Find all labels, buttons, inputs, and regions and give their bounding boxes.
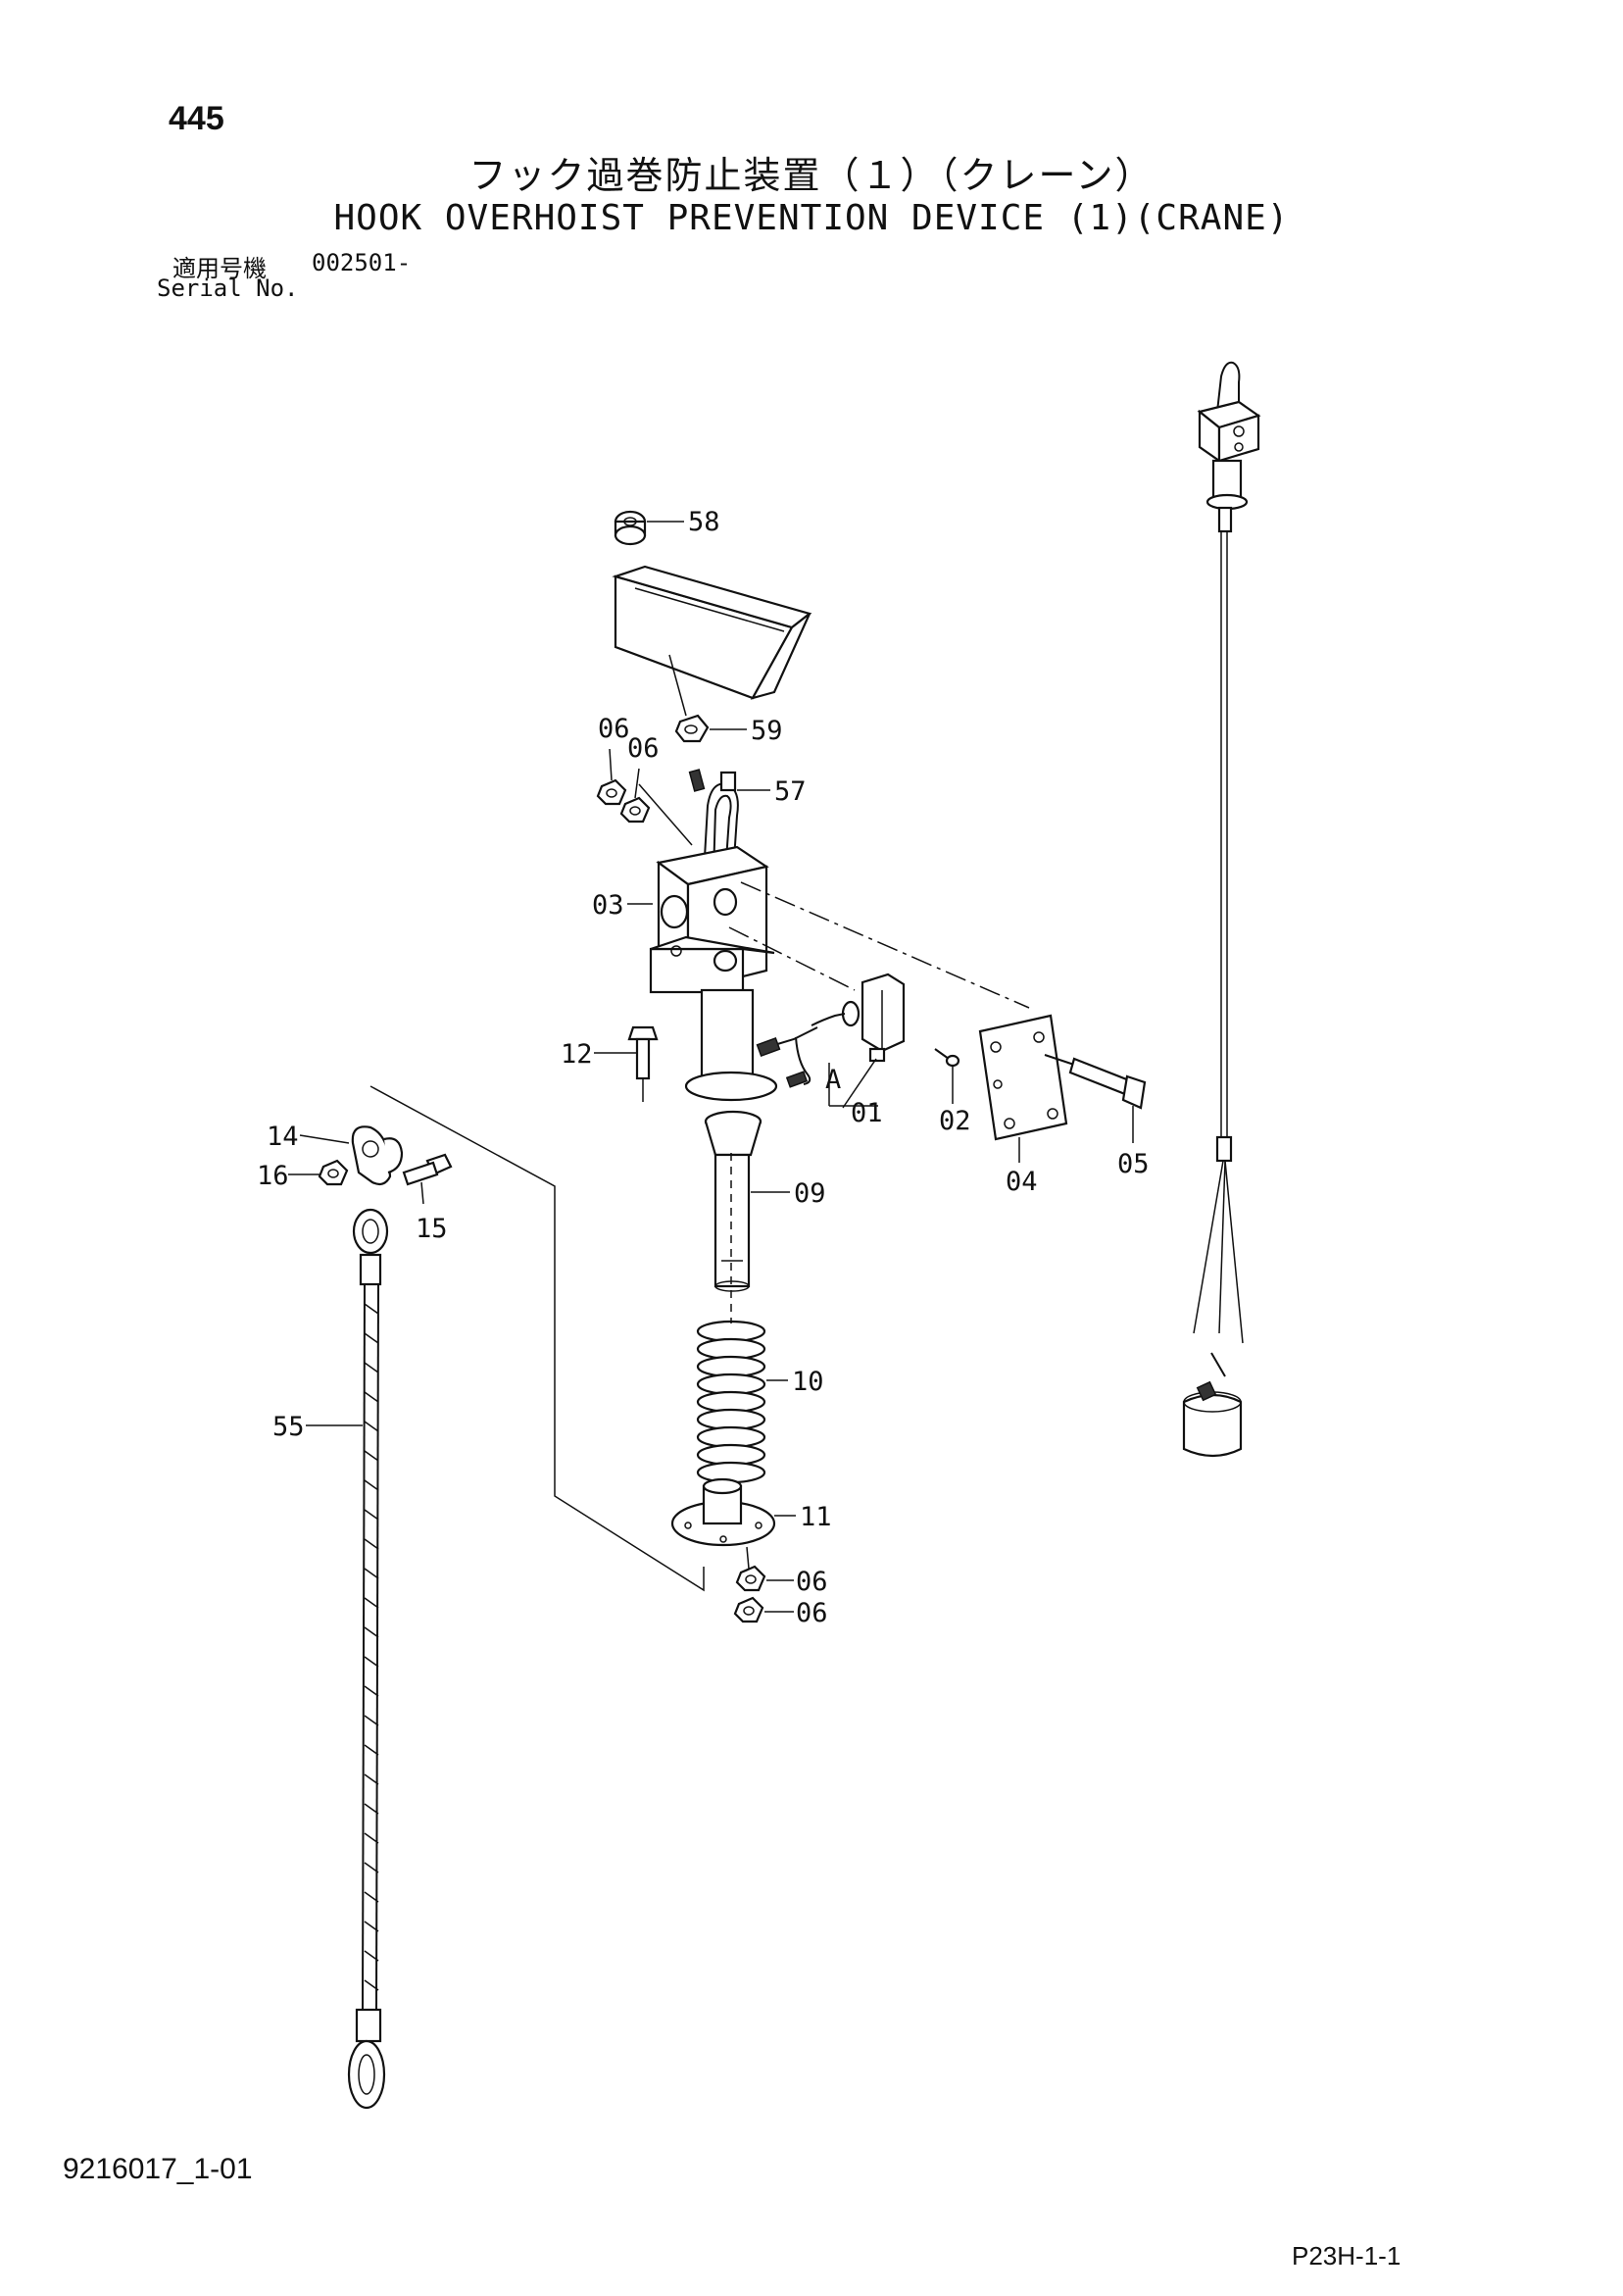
title-japanese: フック過巻防止装置（１）（クレーン） <box>468 154 1155 197</box>
serial-label-japanese: 適用号機 <box>172 255 267 282</box>
callout-A: A <box>825 1065 841 1095</box>
callout-16: 16 <box>257 1161 289 1191</box>
axis-line-lower <box>746 1546 750 1570</box>
part-57-u-bolt <box>688 769 739 875</box>
page-code: P23H-1-1 <box>1292 2241 1402 2271</box>
part-09-rod <box>704 1110 762 1292</box>
page-number: 445 <box>169 100 224 137</box>
part-11-base <box>670 1477 776 1547</box>
serial-value: 002501- <box>312 249 412 276</box>
group-bracket <box>369 1085 705 1592</box>
center-line-lower <box>728 926 856 991</box>
assembly-overview <box>1182 361 1261 1458</box>
leader-01 <box>842 1058 877 1109</box>
leader-06-to-frame <box>638 783 693 846</box>
callout-03: 03 <box>592 890 624 921</box>
leader-14 <box>299 1134 350 1144</box>
leader-15 <box>420 1181 424 1205</box>
callout-11: 11 <box>800 1502 832 1532</box>
part-15-bolt <box>402 1153 453 1186</box>
part-58-cap-nut <box>614 510 647 546</box>
part-12-bolt <box>627 1025 659 1102</box>
callout-06c: 06 <box>796 1567 828 1597</box>
callout-09: 09 <box>794 1178 826 1209</box>
callout-01: 01 <box>851 1098 883 1128</box>
callout-06a: 06 <box>598 714 630 744</box>
callout-15: 15 <box>416 1214 448 1244</box>
callout-05: 05 <box>1117 1149 1150 1179</box>
callout-57: 57 <box>774 776 807 807</box>
cover-bolt-line <box>668 654 687 717</box>
part-03-frame <box>649 845 778 1102</box>
angle-cover <box>612 565 812 700</box>
callout-06b: 06 <box>627 733 660 764</box>
callout-02: 02 <box>939 1106 971 1136</box>
callout-10: 10 <box>792 1367 824 1397</box>
center-line-upper <box>740 881 1030 1009</box>
part-01-switch <box>756 973 906 1088</box>
callout-55: 55 <box>272 1412 305 1442</box>
callout-12: 12 <box>561 1039 593 1070</box>
callout-58: 58 <box>688 507 720 537</box>
title-english: HOOK OVERHOIST PREVENTION DEVICE (1)(CRA… <box>333 198 1290 238</box>
part-02-screw <box>934 1048 960 1068</box>
part-59-nut <box>674 714 710 743</box>
callout-14: 14 <box>267 1122 299 1152</box>
part-16-nut <box>318 1159 349 1186</box>
callout-59: 59 <box>751 716 783 746</box>
part-04-plate <box>978 1014 1068 1141</box>
callout-04: 04 <box>1006 1167 1038 1197</box>
part-05-long-bolt <box>1044 1054 1147 1110</box>
part-10-spring <box>696 1320 766 1484</box>
part-06-upper-nuts <box>596 778 651 824</box>
leader-06b <box>634 768 640 799</box>
part-14-clip <box>351 1125 404 1186</box>
part-06-lower-nuts <box>733 1565 766 1623</box>
serial-label-english: Serial No. <box>157 275 299 302</box>
document-id: 9216017_1-01 <box>63 2153 253 2185</box>
leader-06a <box>609 748 613 781</box>
callout-06d: 06 <box>796 1598 828 1628</box>
part-55-wire-rope <box>347 1208 389 2110</box>
